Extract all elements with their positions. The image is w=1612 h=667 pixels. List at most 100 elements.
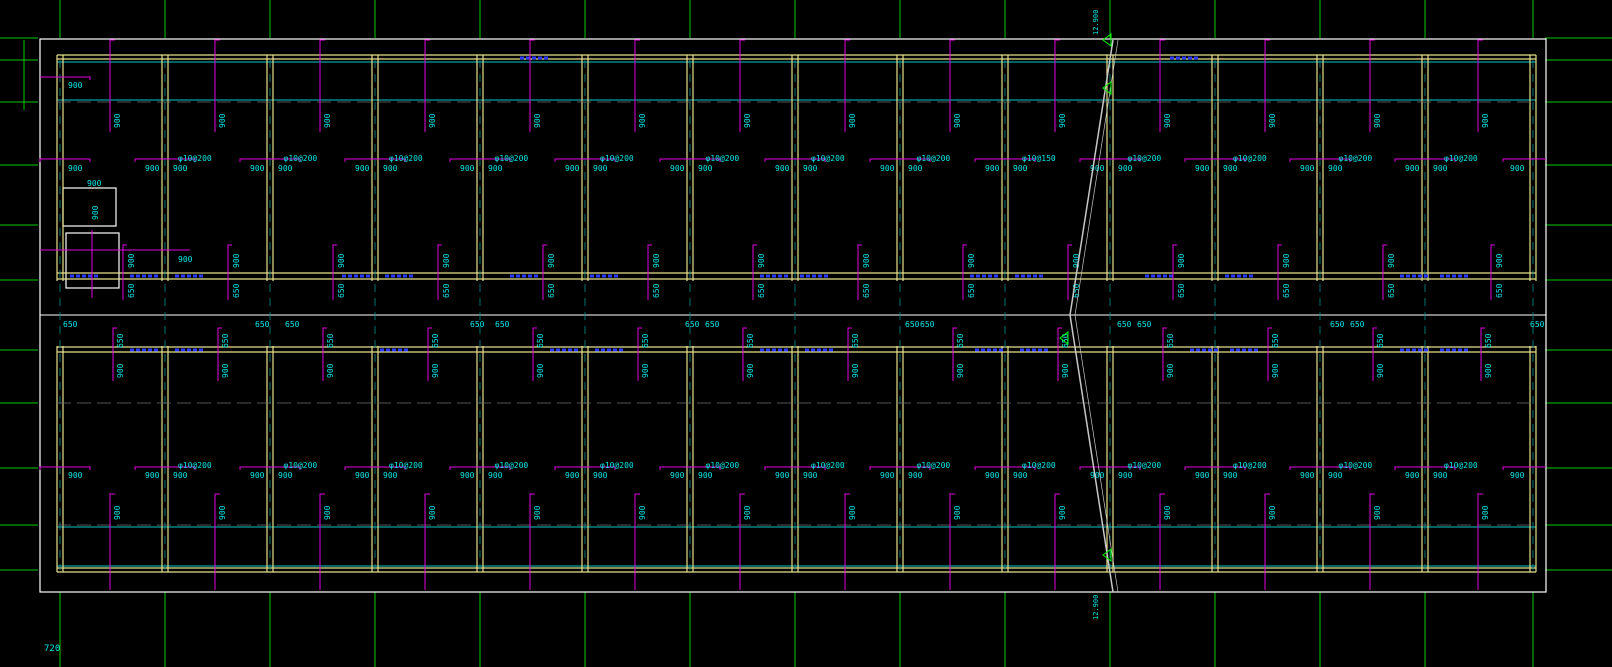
rebar-length-label: 900 <box>593 164 608 173</box>
beam-layer <box>56 54 1537 573</box>
rebar-length-label: 900 <box>698 164 713 173</box>
top-rebar <box>529 39 535 132</box>
rebar-length-label: 900 <box>68 471 83 480</box>
support-rebar <box>1067 244 1072 300</box>
bottom-rebar <box>739 493 745 590</box>
rebar-length-label: 900 <box>1376 363 1385 378</box>
rebar-length-label: 900 <box>1282 253 1291 268</box>
rebar-length-label: 900 <box>757 253 766 268</box>
rebar-length-label: 900 <box>1268 113 1277 128</box>
rebar-length-label: 900 <box>355 471 370 480</box>
rebar-length-label: 900 <box>1058 113 1067 128</box>
rebar-length-label: 900 <box>1373 505 1382 520</box>
corridor-dim-label: 650 <box>255 320 270 329</box>
bottom-bar <box>239 466 301 470</box>
bottom-bar <box>764 466 826 470</box>
rebar-length-label: 900 <box>743 113 752 128</box>
bottom-bar <box>659 158 721 162</box>
rebar-length-label: 900 <box>670 471 685 480</box>
rebar-length-label: 900 <box>1328 164 1343 173</box>
bottom-rebar <box>844 493 850 590</box>
opening-label: 900 <box>87 179 102 188</box>
rebar-length-label: 900 <box>1163 505 1172 520</box>
rebar-length-label: 900 <box>1223 164 1238 173</box>
support-rebar <box>427 327 432 381</box>
corridor-dim-label: 650 <box>285 320 300 329</box>
corridor-dim-label: 650 <box>1117 320 1132 329</box>
rebar-length-label: 900 <box>173 471 188 480</box>
bottom-bar <box>869 466 931 470</box>
rebar-length-label: 900 <box>250 471 265 480</box>
rebar-length-label: 900 <box>323 113 332 128</box>
support-rebar <box>1172 244 1177 300</box>
rebar-length-label: 900 <box>488 164 503 173</box>
slab-rebar-label: φ10@200 <box>1128 154 1162 163</box>
level-marker <box>1102 33 1112 47</box>
rebar-length-label: 650 <box>1166 333 1175 348</box>
rebar-length-label: 900 <box>880 471 895 480</box>
slab-rebar-label: φ10@200 <box>389 154 423 163</box>
rebar-layer <box>39 39 1546 590</box>
bottom-rebar <box>1159 493 1165 590</box>
bottom-bar <box>239 158 301 162</box>
rebar-length-label: 900 <box>383 471 398 480</box>
bottom-rebar <box>1369 493 1375 590</box>
rebar-length-label: 900 <box>1387 253 1396 268</box>
hidden-beam-layer <box>57 56 1536 570</box>
rebar-length-label: 900 <box>460 164 475 173</box>
level-marker <box>1102 548 1112 562</box>
top-rebar <box>424 39 430 132</box>
rebar-length-label: 650 <box>1061 333 1070 348</box>
break-line <box>1074 39 1119 593</box>
rebar-length-label: 900 <box>1268 505 1277 520</box>
rebar-length-label: 900 <box>442 253 451 268</box>
bottom-bar <box>974 158 1036 162</box>
rebar-length-label: 900 <box>565 164 580 173</box>
rebar-length-label: 650 <box>337 283 346 298</box>
rebar-length-label: 900 <box>638 505 647 520</box>
rebar-length-label: 900 <box>1013 164 1028 173</box>
corridor-dim-label: 650 <box>685 320 700 329</box>
bottom-bar <box>1394 466 1456 470</box>
bottom-bar <box>764 158 826 162</box>
slab-rebar-label: φ10@200 <box>811 461 845 470</box>
rebar-length-label: 900 <box>221 363 230 378</box>
rebar-length-label: 900 <box>698 471 713 480</box>
rebar-length-label: 900 <box>956 363 965 378</box>
rebar-length-label: 900 <box>1433 471 1448 480</box>
bottom-bar <box>869 158 931 162</box>
corridor-dim-label: 650 <box>470 320 485 329</box>
stair-break-line <box>1059 33 1119 593</box>
rebar-length-label: 900 <box>533 505 542 520</box>
rebar-length-label: 900 <box>113 505 122 520</box>
support-rebar <box>1162 327 1167 381</box>
support-rebar <box>742 327 747 381</box>
rebar-length-label: 900 <box>337 253 346 268</box>
slab-rebar-label: φ10@200 <box>495 154 529 163</box>
rebar-length-label: 900 <box>1300 164 1315 173</box>
rebar-length-label: 900 <box>1061 363 1070 378</box>
rebar-length-label: 900 <box>641 363 650 378</box>
rebar-length-label: 900 <box>428 113 437 128</box>
top-rebar <box>1477 39 1483 132</box>
rebar-length-label: 900 <box>1163 113 1172 128</box>
bottom-bar <box>344 466 406 470</box>
support-rebar <box>952 327 957 381</box>
edge-bar <box>1502 158 1546 162</box>
bottom-rebar <box>1477 493 1483 590</box>
rebar-length-label: 900 <box>250 164 265 173</box>
slab-rebar-label: φ10@200 <box>917 154 951 163</box>
rebar-length-label: 900 <box>1481 113 1490 128</box>
support-rebar <box>647 244 652 300</box>
rebar-length-label: 900 <box>218 505 227 520</box>
rebar-length-label: 900 <box>145 164 160 173</box>
support-rebar <box>112 327 117 381</box>
level-marker <box>1102 81 1112 95</box>
rebar-length-label: 650 <box>967 283 976 298</box>
rebar-length-label: 900 <box>1271 363 1280 378</box>
slab-rebar-label: φ10@200 <box>1444 154 1478 163</box>
slab-rebar-label: φ10@200 <box>178 461 212 470</box>
rebar-length-label: 900 <box>953 113 962 128</box>
rebar-length-label: 650 <box>1376 333 1385 348</box>
